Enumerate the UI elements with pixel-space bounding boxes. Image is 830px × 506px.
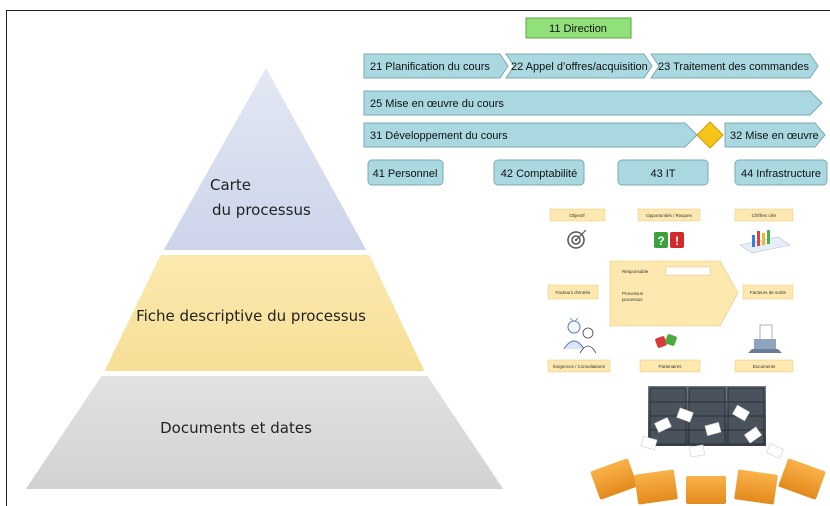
pyramid-top-layer <box>160 63 370 252</box>
note-objectif <box>549 208 606 222</box>
pyramid-middle-label: Fiche descriptive du processus <box>136 307 366 325</box>
process-block <box>609 260 739 327</box>
svg-text:?: ? <box>657 234 664 248</box>
decision-diamond <box>696 121 724 149</box>
direction-box[interactable] <box>525 17 632 39</box>
note-objectif-label: Objectif <box>569 213 585 218</box>
note-partenaires <box>639 359 701 373</box>
note-sortie-label: Facteurs de sortie <box>750 290 787 295</box>
note-entree <box>547 284 599 300</box>
note-opportunites <box>637 208 701 222</box>
note-sortie <box>742 284 794 300</box>
note-chiffres-label: Chiffres clés <box>752 213 777 218</box>
process-22[interactable] <box>505 53 653 79</box>
support-43[interactable] <box>617 159 709 186</box>
document-laptop-icon <box>748 324 782 353</box>
frame-left-line <box>6 10 7 506</box>
support-42-label: 42 Comptabilité <box>501 168 577 180</box>
process-32[interactable] <box>724 122 826 148</box>
pyramid: Carte du processus Fiche descriptive du … <box>22 63 507 491</box>
process-label-2: processus <box>622 297 643 302</box>
frame-top-line <box>6 10 830 11</box>
svg-text:!: ! <box>675 234 679 248</box>
process-32-label: 32 Mise en œuvre <box>730 130 819 142</box>
process-23-label: 23 Traitement des commandes <box>658 61 810 73</box>
note-exigences <box>547 359 611 373</box>
direction-label: 11 Direction <box>549 23 607 35</box>
process-map: 11 Direction 21 Planification du cours 2… <box>363 17 828 186</box>
note-entree-label: Facteurs d'entrée <box>556 290 591 295</box>
process-25-label: 25 Mise en œuvre du cours <box>370 98 504 110</box>
note-opportunites-label: Opportunités / Risques <box>646 213 693 218</box>
people-icon <box>563 317 597 354</box>
process-23[interactable] <box>650 53 819 79</box>
owner-field <box>665 266 711 276</box>
process-21-label: 21 Planification du cours <box>370 61 490 73</box>
pyramid-bottom-label: Documents et dates <box>160 419 312 437</box>
support-41[interactable] <box>367 159 444 186</box>
process-31-label: 31 Développement du cours <box>370 130 508 142</box>
orange-folders <box>590 458 826 505</box>
pyramid-bottom-layer <box>22 374 507 491</box>
process-31[interactable] <box>363 122 698 148</box>
process-22-label: 22 Appel d’offres/acquisition <box>511 61 648 73</box>
process-owner-label: Responsable <box>622 269 649 274</box>
target-icon <box>567 229 587 249</box>
note-exigences-label: Exigences / Consultations <box>553 364 606 369</box>
partner-puzzle-icon <box>655 334 677 348</box>
flying-papers <box>640 404 784 459</box>
process-sheet: Objectif Opportunités / Risques Chiffres… <box>547 208 794 373</box>
note-partenaires-label: Partenaires <box>658 364 682 369</box>
note-documents <box>734 359 794 373</box>
process-label-1: Processus <box>622 291 644 296</box>
process-25[interactable] <box>363 90 823 116</box>
pyramid-middle-layer <box>101 253 428 373</box>
support-42[interactable] <box>493 159 585 186</box>
process-21[interactable] <box>363 53 509 79</box>
question-exclamation-icon: ? ! <box>654 232 684 248</box>
bar-chart-icon <box>739 230 791 254</box>
note-documents-label: Documents <box>753 364 777 369</box>
pyramid-top-label: Carte du processus <box>210 176 311 219</box>
support-43-label: 43 IT <box>650 168 675 180</box>
note-chiffres <box>734 208 794 222</box>
support-44-label: 44 Infrastructure <box>741 168 821 180</box>
support-41-label: 41 Personnel <box>373 168 438 180</box>
support-44[interactable] <box>734 159 828 186</box>
documents-archive-illustration <box>590 386 826 505</box>
